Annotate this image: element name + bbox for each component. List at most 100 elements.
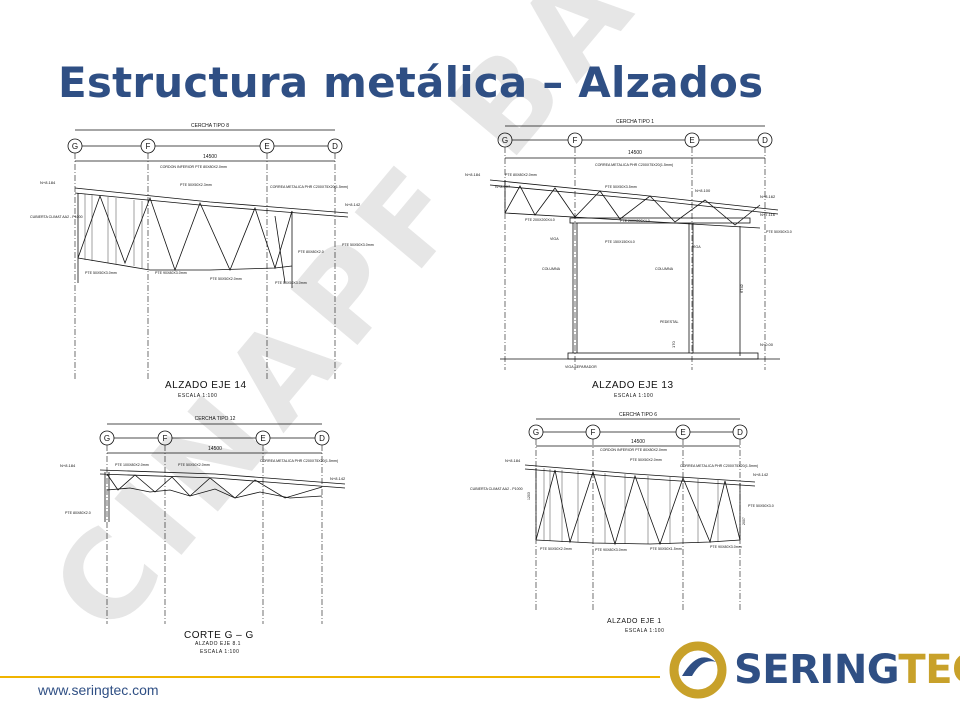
note: CUBIERTA CLIMAT AA2 - P1000 xyxy=(470,487,523,491)
axis-bubbles: G F E D xyxy=(528,424,748,440)
note: PTE 50X50X3.0mm xyxy=(342,243,374,247)
note: PTE 50X50X1.5mm xyxy=(650,547,682,551)
axis-label: G xyxy=(502,136,508,145)
caption-alzado-13: ALZADO EJE 13 xyxy=(592,380,674,391)
note: COLUMNA xyxy=(655,267,674,271)
axis-label: E xyxy=(264,142,269,151)
caption-scale: ESCALA 1:100 xyxy=(178,393,218,399)
level-label: N+8.142 xyxy=(345,202,361,207)
note: PTE 100X80X2.0mm xyxy=(115,463,149,467)
note: PTE 50X50X3.0mm xyxy=(85,271,117,275)
axis-label: G xyxy=(533,428,539,437)
axis-lines xyxy=(74,153,336,380)
drawing-alzado-14: CERCHA TIPO 8 G F E D 14500 xyxy=(30,118,410,408)
note: PEDESTAL xyxy=(660,320,679,324)
axis-label: E xyxy=(689,136,694,145)
dimension: 170 xyxy=(671,341,676,348)
caption-eje: ALZADO EJE 8.1 xyxy=(195,641,241,647)
drawing-header: CERCHA TIPO 1 xyxy=(616,119,654,125)
caption-alzado-1: ALZADO EJE 1 xyxy=(607,618,662,625)
caption-scale: ESCALA 1:100 xyxy=(200,649,240,655)
span-dimension: 14500 xyxy=(208,446,222,452)
axis-label: D xyxy=(737,428,743,437)
axis-label: F xyxy=(591,428,596,437)
logo-text-tec: TEC xyxy=(898,647,960,693)
note: PTE 200X200X4.0 xyxy=(525,218,555,222)
note: PTE 50X50X3.0 xyxy=(766,230,792,234)
logo-mark-icon xyxy=(669,641,727,699)
axis-label: E xyxy=(260,434,265,443)
note: CORREA METALICA PHR C200X75X20(1.5mm) xyxy=(270,185,348,189)
axis-label: F xyxy=(146,142,151,151)
axis-label: F xyxy=(573,136,578,145)
axis-label: F xyxy=(163,434,168,443)
level-label: N+8.162 xyxy=(760,194,776,199)
span-dimension: 14500 xyxy=(631,439,645,445)
level-label: N+8.184 xyxy=(40,180,56,185)
note: VIGA xyxy=(692,245,701,249)
axis-lines xyxy=(504,147,766,370)
note: VIGA xyxy=(550,237,559,241)
note: PTE 50X50X3.0mm xyxy=(275,281,307,285)
axis-label: E xyxy=(680,428,685,437)
note: PTE 80X80X2.0 xyxy=(65,511,91,515)
level-label: N+8.142 xyxy=(330,476,346,481)
note: VIGA SEPARADOR xyxy=(565,365,597,369)
footer-rule xyxy=(0,676,660,678)
caption-corte-g: CORTE G – G xyxy=(184,630,254,641)
note: PTE 80X80X2.0mm xyxy=(505,173,537,177)
note: CORREA METALICA PHR C200X75X20(1.5mm) xyxy=(680,464,758,468)
logo-text-sering: SERING xyxy=(734,647,899,693)
level-label: N+8.100 xyxy=(695,188,711,193)
note: PTE 50X50X2.0mm xyxy=(630,458,662,462)
truss xyxy=(74,187,349,288)
level-label: N+8.184 xyxy=(505,458,521,463)
axis-bubbles: G F E D xyxy=(497,132,773,148)
truss xyxy=(489,179,779,229)
annotations: CORDON INFERIOR PTE 80X80X2.0mm PTE 50X5… xyxy=(470,448,774,552)
note: PTE 50X50X2.3mm xyxy=(180,183,212,187)
annotations: PTE 100X80X2.0mm PTE 50X50X2.0mm CORREA … xyxy=(65,459,338,515)
annotations: PTE 80X80X2.0mm CORREA METALICA PHR C200… xyxy=(505,163,792,369)
note: PTE 90X80X3.0mm xyxy=(595,548,627,552)
note: CORREA METALICA PHR C200X75X20(1.5mm) xyxy=(260,459,338,463)
caption-scale: ESCALA 1:100 xyxy=(625,628,665,634)
axis-label: G xyxy=(104,434,110,443)
level-label: N+8.507 xyxy=(495,184,511,189)
span-dimension: 14500 xyxy=(628,150,642,156)
footer-url[interactable]: www.seringtec.com xyxy=(38,682,159,698)
axis-bubbles: G F E D xyxy=(99,430,330,446)
note: PTE 50X50X2.0mm xyxy=(178,463,210,467)
axis-label: G xyxy=(72,142,78,151)
level-label: N+8.142 xyxy=(753,472,769,477)
level-label: N+0.00 xyxy=(760,342,774,347)
note: PTE 200X200X4.0 xyxy=(620,219,650,223)
slide-title: Estructura metálica – Alzados xyxy=(58,58,764,107)
level-label: N+8.184 xyxy=(60,463,76,468)
note: PTE 150X150X4.0 xyxy=(605,240,635,244)
dimension: 2007 xyxy=(742,517,746,525)
logo-text: SERINGTEC xyxy=(734,647,960,693)
caption-scale: ESCALA 1:100 xyxy=(614,393,654,399)
note: COLUMNA xyxy=(542,267,561,271)
axis-label: D xyxy=(332,142,338,151)
note: CORDON INFERIOR PTE 80X80X2.0mm xyxy=(160,165,227,169)
level-label: N+7.116 xyxy=(760,212,776,217)
note: PTE 50X50X2.0mm xyxy=(210,277,242,281)
note: PTE 90X80X3.0mm xyxy=(710,545,742,549)
annotations: CORDON INFERIOR PTE 80X80X2.0mm PTE 50X5… xyxy=(30,165,374,285)
truss xyxy=(99,469,346,522)
axis-lines xyxy=(106,445,323,624)
axis-bubbles: G F E D xyxy=(67,138,343,154)
note: PTE 90X80X3.0mm xyxy=(155,271,187,275)
dimension: 1203 xyxy=(527,492,531,500)
drawing-alzado-1: CERCHA TIPO 6 G F E D 14500 xyxy=(470,410,790,625)
caption-alzado-14: ALZADO EJE 14 xyxy=(165,380,247,391)
drawing-header: CERCHA TIPO 8 xyxy=(191,123,229,129)
span-dimension: 14500 xyxy=(203,154,217,160)
axis-label: D xyxy=(762,136,768,145)
axis-label: D xyxy=(319,434,325,443)
note: PTE 50X50X3.5mm xyxy=(605,185,637,189)
drawing-corte-g: CERCHA TIPO 12 G F E D 14500 N+8.184 N+8… xyxy=(60,412,360,632)
note: CUBIERTA CLIMAT AA2 - P1000 xyxy=(30,215,83,219)
